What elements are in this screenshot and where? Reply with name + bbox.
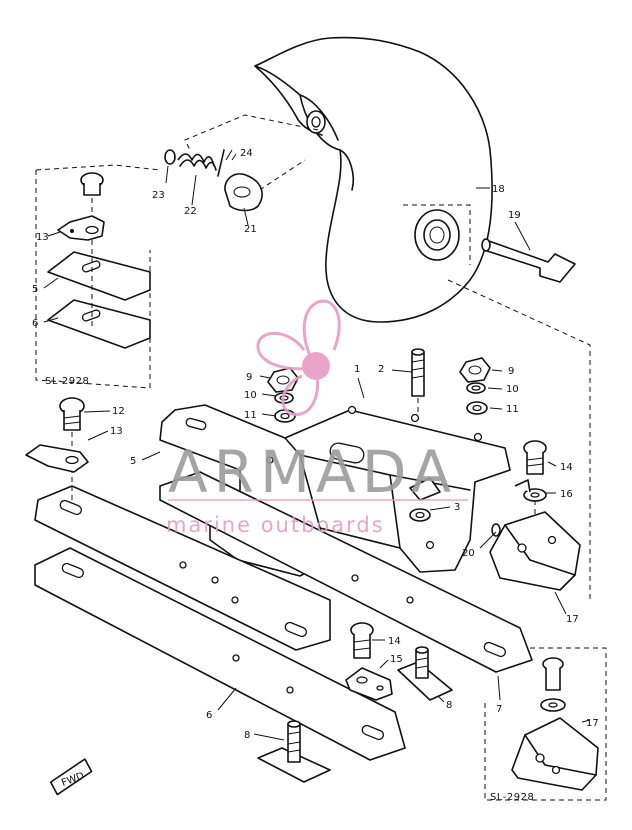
- nut-stack-right: [459, 357, 491, 415]
- callout-17-inset: 17: [586, 718, 599, 729]
- callout-1: 1: [354, 364, 360, 375]
- callout-9-left: 9: [246, 372, 252, 383]
- callout-10-left: 10: [244, 390, 257, 401]
- callout-3: 3: [454, 502, 460, 513]
- callout-14-right: 14: [560, 462, 573, 473]
- inset-label-top: SL-2928: [45, 376, 89, 387]
- callout-23: 23: [152, 190, 165, 201]
- callout-9-right: 9: [508, 366, 514, 377]
- propeller-logo: [256, 299, 341, 416]
- watermark-tagline: marine outboards: [166, 513, 385, 537]
- fuel-connector: [481, 238, 576, 283]
- plate-6: [34, 547, 406, 761]
- callout-16: 16: [560, 489, 573, 500]
- callout-6-inset: 6: [32, 318, 38, 329]
- vent-knob-assembly: [164, 149, 263, 212]
- callout-19: 19: [508, 210, 521, 221]
- callout-21: 21: [244, 224, 257, 235]
- clip-15: [345, 667, 393, 701]
- callout-13-mid: 13: [110, 426, 123, 437]
- callout-15: 15: [390, 654, 403, 665]
- stud-2: [411, 348, 425, 412]
- callout-7: 7: [496, 704, 502, 715]
- callout-24: 24: [240, 148, 253, 159]
- callout-14-lower: 14: [388, 636, 401, 647]
- inset-box-top: SL-2928: [35, 164, 161, 389]
- callout-8-lower: 8: [244, 730, 250, 741]
- tank-housing: [254, 36, 591, 600]
- watermark-brand: ARMADA: [168, 438, 457, 506]
- callout-20: 20: [462, 548, 475, 559]
- bolt-14-lower: [350, 622, 374, 659]
- callout-22: 22: [184, 206, 197, 217]
- inset-plates: [43, 240, 151, 349]
- plate-8-lower: [257, 720, 331, 783]
- callout-numbers: 18 19 24 23 22 21 13 5 6 9 10 11 1 2 9 1…: [32, 148, 599, 741]
- inset-clip: [47, 215, 105, 241]
- callout-8-upper: 8: [446, 700, 452, 711]
- callout-11-left: 11: [244, 410, 257, 421]
- callout-18: 18: [492, 184, 505, 195]
- callout-13-inset: 13: [36, 232, 49, 243]
- callout-11-right: 11: [506, 404, 519, 415]
- inset-bolt: [80, 172, 104, 218]
- inset-label-bottom: SL-2928: [490, 792, 534, 803]
- fwd-mark: FWD: [49, 758, 93, 796]
- callout-10-right: 10: [506, 384, 519, 395]
- callout-5-inset: 5: [32, 284, 38, 295]
- callout-5-mid: 5: [130, 456, 136, 467]
- clip-13-mid: [25, 444, 89, 473]
- plate-7: [159, 471, 533, 673]
- inset-box-bottom: SL-2928: [484, 647, 607, 803]
- armada-watermark: ARMADA marine outboards: [166, 299, 468, 537]
- plate-8-upper: [397, 646, 453, 701]
- bolt-12: [59, 397, 85, 500]
- callout-6-lower: 6: [206, 710, 212, 721]
- leader-lines: [83, 153, 591, 741]
- clamp-17: [489, 511, 581, 591]
- clip-16: [514, 479, 531, 493]
- callout-2: 2: [378, 364, 384, 375]
- callout-12: 12: [112, 406, 125, 417]
- callout-17-main: 17: [566, 614, 579, 625]
